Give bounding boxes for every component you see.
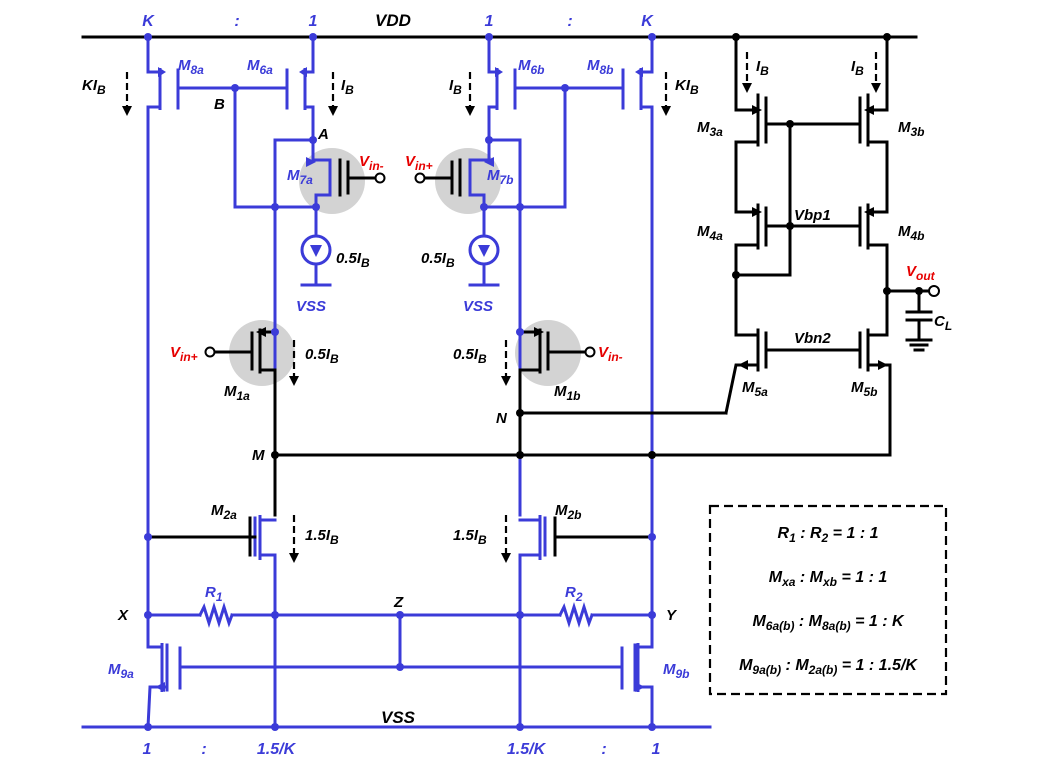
current-ib-3b: IB bbox=[851, 58, 864, 78]
current-kib-left: KIB bbox=[82, 77, 106, 97]
label-m9a: M9a bbox=[108, 661, 134, 681]
node-y: Y bbox=[666, 607, 678, 624]
output-vout: Vout bbox=[906, 263, 936, 283]
input-vin-plus-top: Vin+ bbox=[405, 153, 433, 173]
label-m8b: M8b bbox=[587, 57, 614, 77]
label-m1a: M1a bbox=[224, 383, 250, 403]
current-m2a: 1.5IB bbox=[305, 527, 339, 547]
node-m: M bbox=[252, 447, 265, 464]
ratio-top-colon-left: : bbox=[234, 13, 239, 30]
node-b: B bbox=[214, 96, 225, 113]
current-m1b: 0.5IB bbox=[453, 346, 487, 366]
ratio-top-one-right: 1 bbox=[485, 13, 494, 30]
current-ib-6b: IB bbox=[449, 77, 462, 97]
node-a: A bbox=[317, 126, 329, 143]
ratio-top-colon-right: : bbox=[567, 13, 572, 30]
node-z: Z bbox=[393, 594, 404, 611]
current-arrows bbox=[122, 52, 881, 563]
resistor-r2: R2 bbox=[565, 584, 583, 604]
resistor-r1: R1 bbox=[205, 584, 223, 604]
label-m4b: M4b bbox=[898, 223, 925, 243]
current-ib-3a: IB bbox=[756, 58, 769, 78]
legend-line-3: M6a(b) : M8a(b) = 1 : K bbox=[752, 613, 905, 633]
label-m8a: M8a bbox=[178, 57, 204, 77]
vss-left: VSS bbox=[296, 298, 326, 315]
blue-arrowheads bbox=[155, 67, 645, 692]
ratio-bot-colon-left: : bbox=[201, 741, 206, 758]
label-m1b: M1b bbox=[554, 383, 581, 403]
label-m6a: M6a bbox=[247, 57, 273, 77]
ratio-bot-colon-right: : bbox=[601, 741, 606, 758]
node-n: N bbox=[496, 410, 508, 427]
label-m3b: M3b bbox=[898, 119, 925, 139]
output-cl: CL bbox=[934, 313, 952, 333]
ratio-bot-one-left: 1 bbox=[143, 741, 152, 758]
m7-gates bbox=[338, 158, 462, 197]
current-m2b: 1.5IB bbox=[453, 527, 487, 547]
label-m6b: M6b bbox=[518, 57, 545, 77]
junction-dots bbox=[144, 33, 923, 731]
label-m2b: M2b bbox=[555, 502, 582, 522]
ratio-top-k-right: K bbox=[641, 13, 654, 30]
blue-wiring bbox=[146, 35, 654, 729]
bias-vbn2: Vbn2 bbox=[794, 330, 831, 347]
label-m7a: M7a bbox=[287, 167, 313, 187]
ratio-bot-r15-right: 1.5/K bbox=[507, 741, 547, 758]
black-wiring bbox=[146, 411, 892, 557]
current-m1a: 0.5IB bbox=[305, 346, 339, 366]
label-m4a: M4a bbox=[697, 223, 723, 243]
current-src-right: 0.5IB bbox=[421, 250, 455, 270]
bias-vbp1: Vbp1 bbox=[794, 207, 831, 224]
input-vin-plus-bot: Vin+ bbox=[170, 344, 198, 364]
label-m2a: M2a bbox=[211, 502, 237, 522]
vss-right: VSS bbox=[463, 298, 493, 315]
label-m5b: M5b bbox=[851, 379, 878, 399]
input-vin-minus-bot: Vin- bbox=[598, 344, 623, 364]
node-x: X bbox=[117, 607, 129, 624]
label-m5a: M5a bbox=[742, 379, 768, 399]
ratio-bot-one-right: 1 bbox=[652, 741, 661, 758]
current-src-left: 0.5IB bbox=[336, 250, 370, 270]
current-ib-6a: IB bbox=[341, 77, 354, 97]
highlight-m1a bbox=[229, 320, 295, 386]
vss-label: VSS bbox=[381, 708, 416, 727]
ratio-bot-r15-left: 1.5/K bbox=[257, 741, 297, 758]
ratio-legend: R1 : R2 = 1 : 1 Mxa : Mxb = 1 : 1 M6a(b)… bbox=[708, 504, 948, 696]
vdd-label: VDD bbox=[375, 11, 411, 30]
ratio-top-k-left: K bbox=[142, 13, 155, 30]
current-kib-right: KIB bbox=[675, 77, 699, 97]
input-vin-minus-top: Vin- bbox=[359, 153, 384, 173]
legend-line-1: R1 : R2 = 1 : 1 bbox=[778, 525, 879, 545]
label-m7b: M7b bbox=[487, 167, 514, 187]
ratio-top-one-left: 1 bbox=[309, 13, 318, 30]
legend-line-4: M9a(b) : M2a(b) = 1 : 1.5/K bbox=[739, 657, 918, 677]
label-m3a: M3a bbox=[697, 119, 723, 139]
highlight-circles bbox=[229, 148, 581, 386]
legend-line-2: Mxa : Mxb = 1 : 1 bbox=[769, 569, 888, 589]
label-m9b: M9b bbox=[663, 661, 690, 681]
